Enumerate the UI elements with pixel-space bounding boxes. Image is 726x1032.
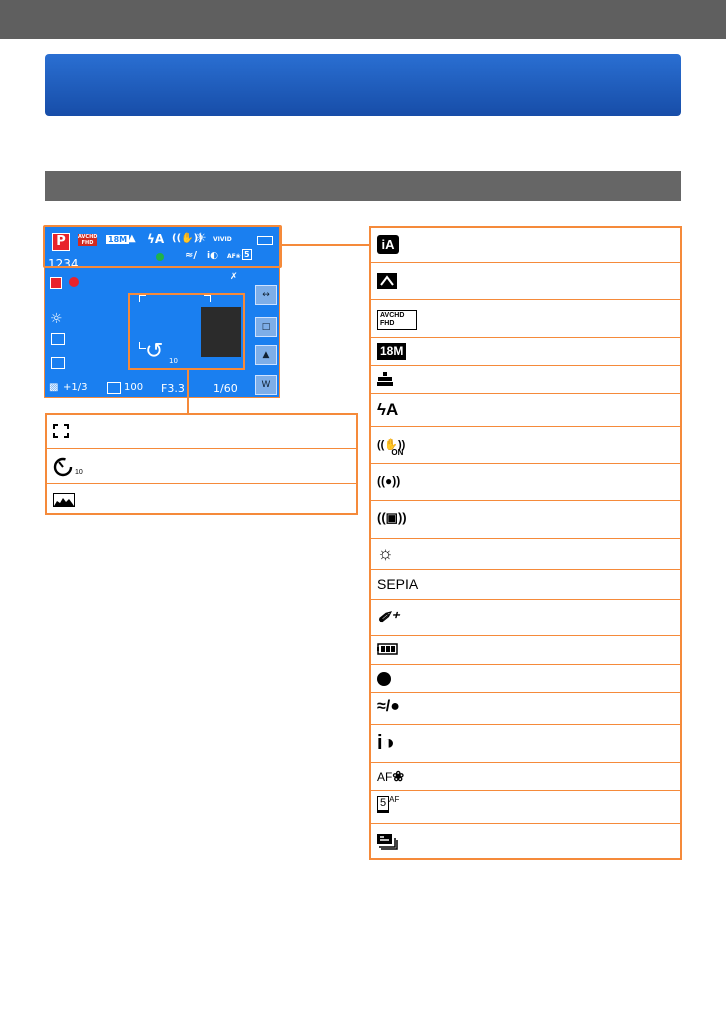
aperture-value: F3.3 [161,382,185,395]
mode-side-button[interactable]: □ [255,317,277,337]
self-timer-sub: 10 [75,468,83,476]
focus-dot-icon [156,253,164,261]
list-item [47,483,356,516]
flash-icon: ϟA [147,232,165,246]
list-item: ϟA [371,393,680,427]
self-timer-value: 10 [169,357,178,365]
auto-bracket-icon [377,834,399,850]
shutter-value: 1/60 [213,382,238,395]
recording-indicator-icon [69,277,79,287]
white-balance-icon: ☼ [195,231,207,246]
list-item: ((●)) [371,463,680,501]
color-mode-label: VIVID [213,236,232,243]
list-item: 18M [371,337,680,366]
list-item: AF❀ [371,762,680,791]
scene-mode-icon [377,273,397,289]
subsection-title-bar [45,171,681,201]
white-balance-daylight-icon: ☼ [377,543,394,563]
subject-motion-icon: ((●)) [377,474,401,488]
stabilizer-on-icon: ((✋))ON [377,439,406,457]
picture-size-icon: 18M [377,343,407,360]
stabilizer-icon: ((✋)) [172,233,203,244]
list-item: ✐⁺ [371,599,680,636]
zoom-side-button[interactable]: ↔ [255,285,277,305]
flash-auto-icon: ϟA [377,400,399,419]
recording-mode-badge: P [52,233,70,251]
list-item [371,262,680,300]
picture-size-icon: 18M [106,235,130,244]
shot-count: 1234 [48,257,79,271]
af-macro-icon: AF❀ [227,253,241,260]
self-timer-icon: ↺ [145,339,164,364]
histogram-icon [53,493,75,507]
list-item: ((▣)) [371,500,680,539]
burst-af-icon: 5 [242,249,252,260]
color-mode-icon: SEPIA [377,576,419,592]
af-macro-icon: AF❀ [377,768,405,784]
metering-icon [107,382,121,394]
list-item: ≈/● [371,692,680,725]
subject-thumbnail [201,307,241,357]
focus-dot-icon [377,672,391,686]
compass-icon: ☼ [50,311,63,327]
recording-format-icon: AVCHD FHD [377,310,417,330]
card-icon [50,277,62,289]
quality-icon: ▲ [128,233,136,244]
exposure-comp-value: +1/3 [63,382,88,393]
self-timer-10s-icon: 10 [53,455,83,477]
camera-shake-icon: ((▣)) [377,510,407,525]
wind-cut-icon: ≈/ [185,250,198,261]
connector-line-right [282,244,370,246]
right-legend-table: iA AVCHD FHD 18M ϟA ((✋))ON ((●)) ((▣)) … [369,226,682,860]
list-item [371,664,680,693]
iso-value: 100 [124,382,144,393]
list-item [371,635,680,665]
intelligent-exposure-icon: i◐ [207,251,218,261]
battery-icon [257,236,273,245]
exposure-comp-icon: ▩ [49,382,59,393]
histogram-icon [51,357,65,369]
list-item [47,415,356,448]
left-legend-table: 10 [45,413,358,515]
scene-icon [51,333,65,345]
scene-side-button[interactable]: ▲ [255,345,277,365]
list-item: ☼ [371,538,680,570]
af-area-icon [53,424,69,438]
list-item: 10 [47,448,356,484]
list-item: iA [371,228,680,262]
list-item: SEPIA [371,569,680,600]
intelligent-auto-icon: iA [377,235,399,254]
intelligent-exposure-icon: i◑ [377,732,395,754]
list-item: ((✋))ON [371,426,680,464]
top-header-bar [0,0,726,39]
retouch-icon: ✐⁺ [377,610,399,627]
af-tracking-icon: ✗ [230,272,238,282]
list-item: AVCHD FHD [371,299,680,338]
connector-line-down [187,370,189,414]
battery-icon [377,643,399,655]
list-item [371,365,680,394]
section-title-banner [45,54,681,116]
quality-icon [377,372,393,386]
wide-side-button[interactable]: W [255,375,277,395]
list-item [371,823,680,861]
wind-cut-icon: ≈/● [377,698,400,715]
list-item: i◑ [371,724,680,763]
